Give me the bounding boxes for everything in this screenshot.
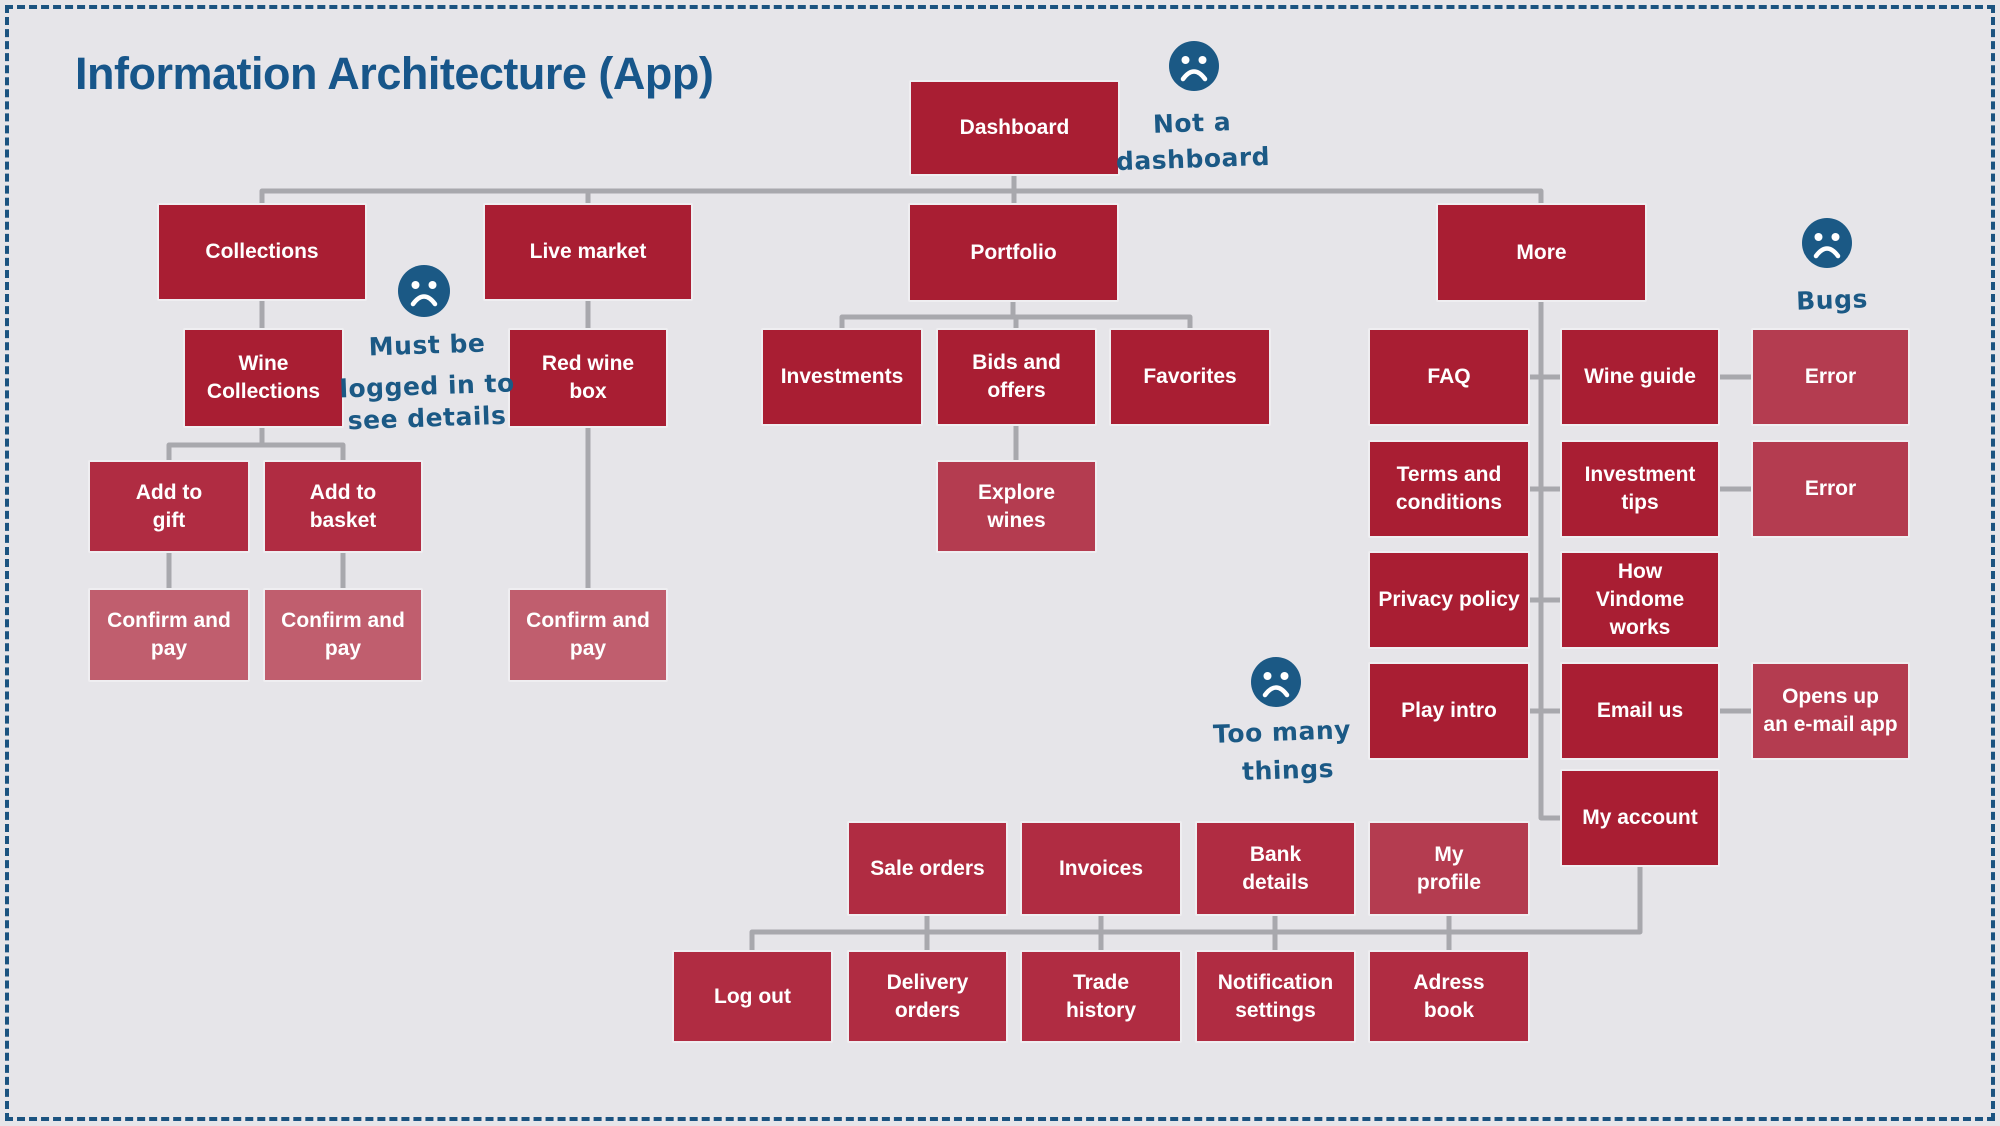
node-my-account: My account <box>1560 769 1720 867</box>
node-sale-orders: Sale orders <box>847 821 1008 916</box>
node-investments: Investments <box>761 328 923 426</box>
page-title: Information Architecture (App) <box>75 48 714 99</box>
sad-face-icon <box>1798 214 1856 277</box>
node-add-to-gift: Add to gift <box>88 460 250 553</box>
node-confirm-and-pay-3: Confirm and pay <box>508 588 668 682</box>
node-confirm-and-pay-2: Confirm and pay <box>263 588 423 682</box>
node-error-1: Error <box>1751 328 1910 426</box>
node-how-vindome-works: How Vindome works <box>1560 551 1720 649</box>
node-faq: FAQ <box>1368 328 1530 426</box>
node-opens-email-app: Opens up an e-mail app <box>1751 662 1910 760</box>
sad-face-icon <box>394 261 454 326</box>
handwritten-note-too-many-things: Too many <box>1212 715 1352 749</box>
node-confirm-and-pay-1: Confirm and pay <box>88 588 250 682</box>
node-dashboard: Dashboard <box>909 80 1120 176</box>
node-explore-wines: Explore wines <box>936 460 1097 553</box>
node-play-intro: Play intro <box>1368 662 1530 760</box>
node-live-market: Live market <box>483 203 693 301</box>
node-notification-settings: Notification settings <box>1195 950 1356 1043</box>
sad-face-icon <box>1165 37 1223 100</box>
node-delivery-orders: Delivery orders <box>847 950 1008 1043</box>
node-bids-and-offers: Bids and offers <box>936 328 1097 426</box>
node-error-2: Error <box>1751 440 1910 538</box>
handwritten-note-not-a-dashboard: Not a <box>1152 107 1232 139</box>
node-invoices: Invoices <box>1020 821 1182 916</box>
handwritten-note-must-be-logged-in: see details <box>347 400 507 436</box>
sad-face-icon <box>1247 653 1305 716</box>
node-add-to-basket: Add to basket <box>263 460 423 553</box>
node-wine-guide: Wine guide <box>1560 328 1720 426</box>
node-adress-book: Adress book <box>1368 950 1530 1043</box>
node-log-out: Log out <box>672 950 833 1043</box>
node-portfolio: Portfolio <box>908 203 1119 302</box>
node-investment-tips: Investment tips <box>1560 440 1720 538</box>
node-red-wine-box: Red wine box <box>508 328 668 428</box>
node-terms-and-conditions: Terms and conditions <box>1368 440 1530 538</box>
node-favorites: Favorites <box>1109 328 1271 426</box>
handwritten-note-not-a-dashboard: dashboard <box>1115 141 1271 177</box>
node-my-profile: My profile <box>1368 821 1530 916</box>
node-more: More <box>1436 203 1647 302</box>
handwritten-note-must-be-logged-in: Must be <box>368 328 486 362</box>
node-trade-history: Trade history <box>1020 950 1182 1043</box>
handwritten-note-too-many-things: things <box>1241 753 1335 787</box>
node-privacy-policy: Privacy policy <box>1368 551 1530 649</box>
handwritten-note-bugs: Bugs <box>1795 284 1869 316</box>
handwritten-note-must-be-logged-in: logged in to <box>338 368 516 404</box>
node-collections: Collections <box>157 203 367 301</box>
node-bank-details: Bank details <box>1195 821 1356 916</box>
node-wine-collections: Wine Collections <box>183 328 344 428</box>
node-email-us: Email us <box>1560 662 1720 760</box>
